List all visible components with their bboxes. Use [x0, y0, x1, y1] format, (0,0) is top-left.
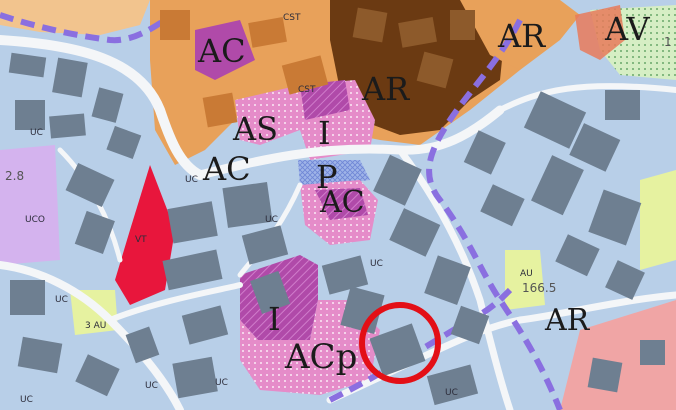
label-num-right: 166.5: [522, 281, 556, 295]
label-ar-right: AR: [544, 303, 591, 338]
highlight-circle: [359, 302, 441, 384]
orange-buildings: [160, 10, 329, 128]
purple-zone-i: [300, 80, 350, 120]
label-uc-2: UC: [185, 175, 198, 185]
label-uc-9: UC: [265, 215, 278, 225]
lime-zone-far-right: [640, 170, 676, 270]
label-uc-7: UC: [20, 395, 33, 405]
label-uc-1: UC: [30, 128, 43, 138]
label-as: AS: [232, 110, 278, 148]
ar-buildings: [352, 7, 475, 89]
label-ac-left: AC: [202, 150, 251, 188]
red-zone-vt: [115, 165, 175, 305]
label-uc-5: UC: [215, 378, 228, 388]
label-uc-3: UC: [55, 295, 68, 305]
label-ac-top: AC: [197, 32, 246, 70]
roads: [0, 35, 676, 410]
label-uc-6: UC: [145, 381, 158, 391]
purple-zone-ac-center: [315, 188, 368, 220]
label-au-right: AU: [520, 269, 533, 279]
label-i-upper: I: [318, 114, 331, 152]
label-uco: UCO: [25, 215, 45, 225]
label-p: P: [316, 158, 338, 196]
label-ac-center: AC: [319, 185, 365, 220]
label-acp: ACp: [284, 337, 357, 377]
label-i-lower: I: [268, 300, 281, 338]
label-au-left: 3 AU: [85, 321, 106, 331]
label-uc-4: UC: [370, 259, 383, 269]
salmon-zone-top: [575, 5, 625, 60]
label-cst-1: CST: [283, 13, 301, 23]
orange-zone-left: [0, 0, 150, 35]
lavender-zone-uco: [0, 145, 60, 265]
label-ar-top-center: AR: [361, 70, 410, 108]
blue-zone-p: [298, 160, 370, 185]
label-num-av: 1: [664, 35, 672, 49]
label-ar-top-right: AR: [497, 17, 546, 55]
label-num-left: 2.8: [5, 169, 24, 183]
purple-zone-ac-top: [195, 20, 255, 80]
buildings: [8, 52, 665, 406]
label-vt: VT: [135, 235, 147, 245]
orange-zone-right: [460, 0, 580, 70]
label-av: AV: [604, 10, 651, 48]
lime-zone-au-right: [505, 250, 545, 310]
label-uc-8: UC: [445, 388, 458, 398]
label-cst-2: CST: [298, 85, 316, 95]
